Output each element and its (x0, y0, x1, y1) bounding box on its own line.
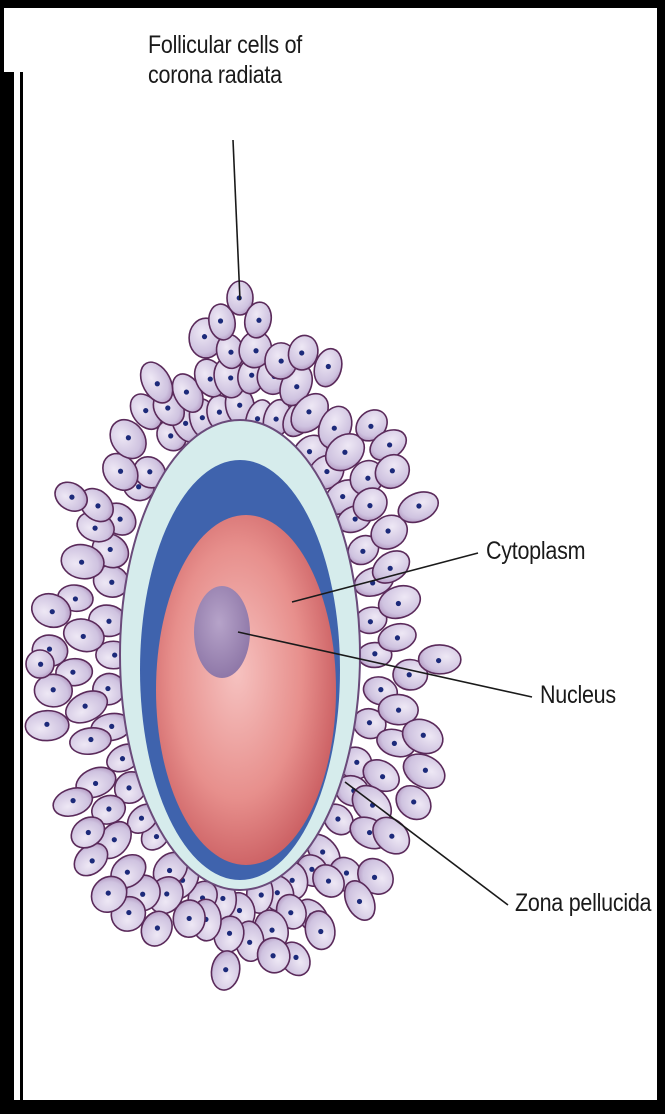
corona-label-line2: corona radiata (148, 60, 302, 90)
bottom-border-bar (0, 1100, 665, 1114)
cytoplasm-label: Cytoplasm (486, 536, 585, 566)
follicular-cell (418, 645, 461, 675)
follicular-cell (26, 650, 54, 678)
cytoplasm (156, 515, 336, 865)
right-border-bar (657, 0, 665, 1114)
left-border-bar (0, 72, 14, 1114)
nucleus-label: Nucleus (540, 680, 616, 710)
follicular-cell (25, 710, 70, 742)
zona-pellucida-label: Zona pellucida (515, 888, 651, 918)
corona-radiata-label: Follicular cells of corona radiata (148, 30, 302, 90)
top-border-bar (0, 0, 665, 8)
corona-label-line1: Follicular cells of (148, 30, 302, 60)
left-border-thin (20, 72, 23, 1114)
